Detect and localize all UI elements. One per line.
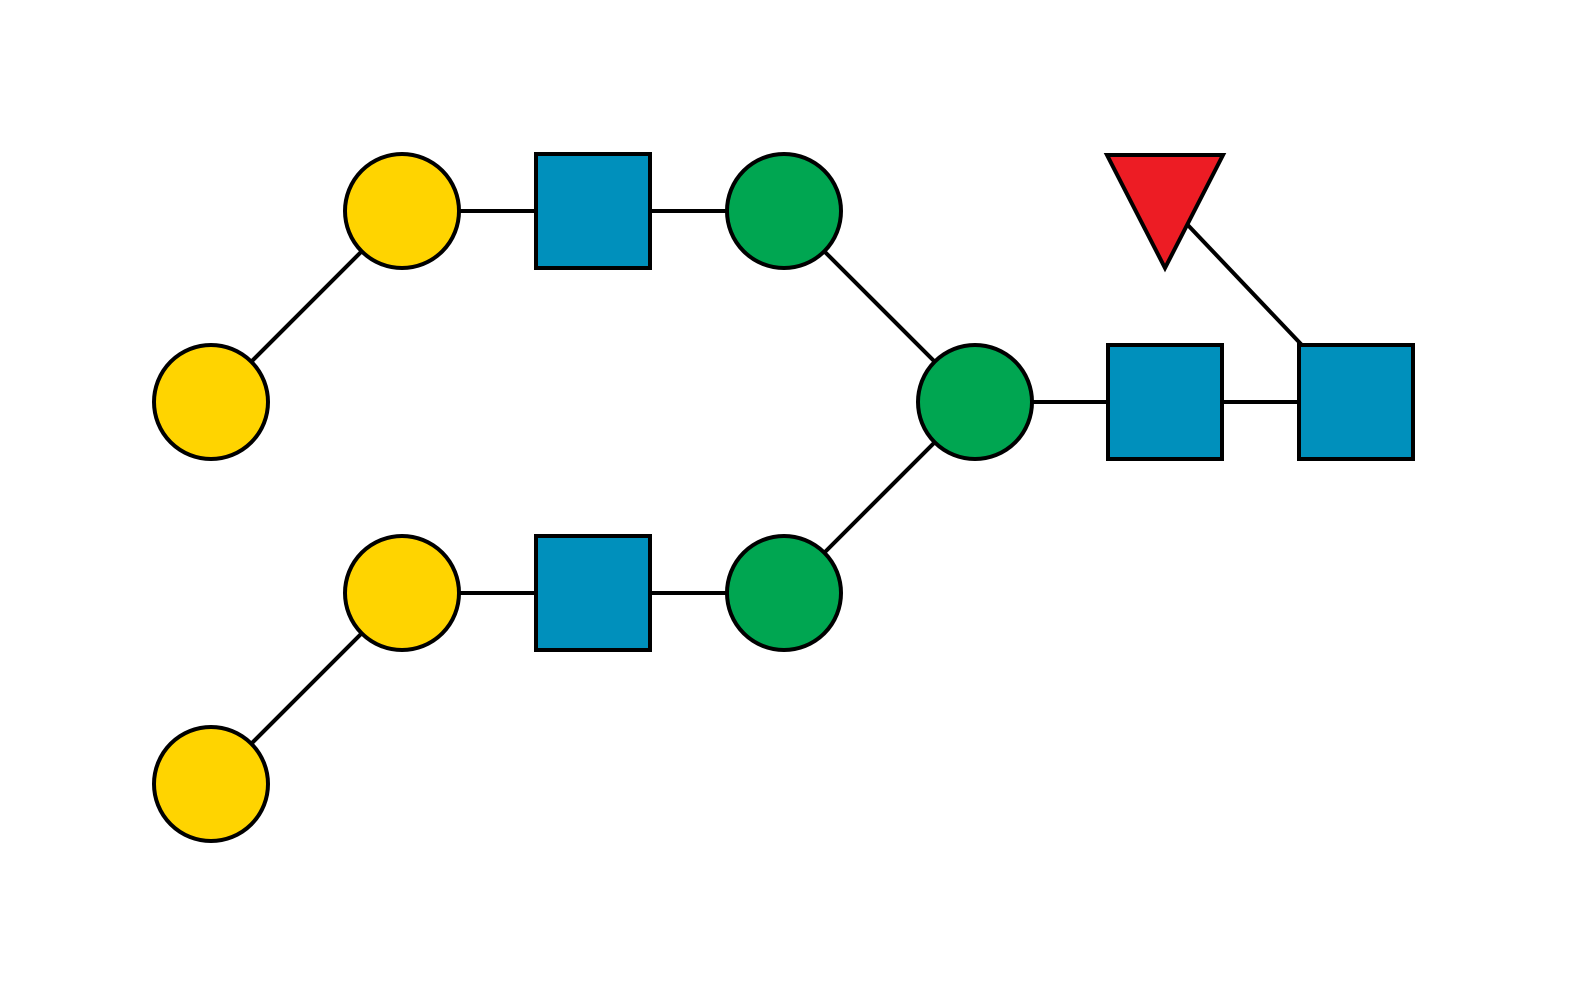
- green-circle-icon-r4: [725, 152, 843, 270]
- green-circle-icon-r5: [916, 343, 1034, 461]
- blue-square-icon-r6: [1106, 343, 1224, 461]
- residue-layer: [152, 152, 1415, 843]
- yellow-circle-icon-r10: [343, 534, 461, 652]
- yellow-circle-icon-r9: [152, 725, 270, 843]
- green-circle-icon-r12: [725, 534, 843, 652]
- red-triangle-icon-r8: [1103, 153, 1227, 273]
- blue-square-icon-r7: [1297, 343, 1415, 461]
- yellow-circle-icon-r2: [343, 152, 461, 270]
- blue-square-icon-r11: [534, 534, 652, 652]
- yellow-circle-icon-r1: [152, 343, 270, 461]
- blue-square-icon-r3: [534, 152, 652, 270]
